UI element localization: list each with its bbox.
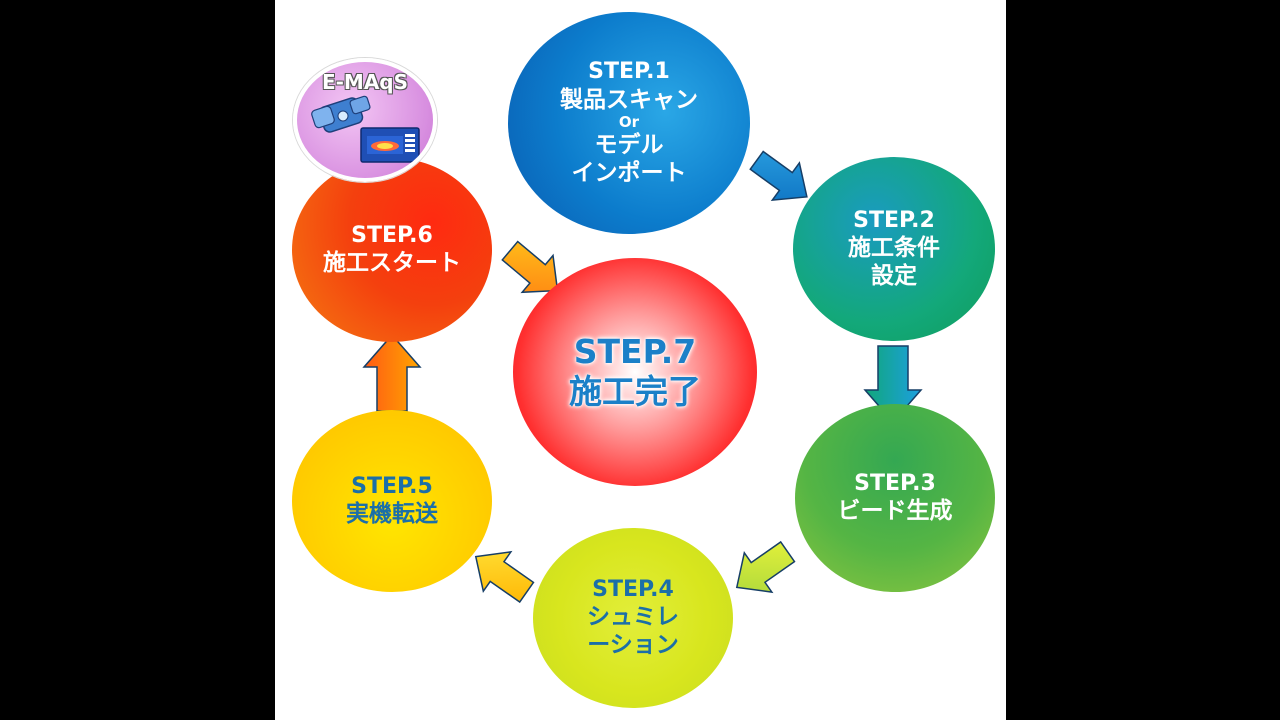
step7-label: STEP.7 施工完了 [569, 332, 701, 413]
emaqs-title: E-MAqS [321, 70, 409, 94]
step1-line1: 製品スキャン [560, 87, 698, 114]
flow-arrows [362, 150, 923, 604]
device-and-screen-icon [311, 95, 420, 163]
step5-title: STEP.5 [351, 473, 433, 499]
step2-title: STEP.2 [853, 207, 935, 233]
arrow-step6-to-step7 [501, 240, 559, 294]
step1-line4: インポート [571, 159, 687, 186]
step4-line2: ーション [587, 632, 679, 659]
step3-line1: ビード生成 [837, 498, 953, 525]
diagram-canvas: STEP.1 製品スキャン Or モデル インポート STEP.2 施工条件 設… [275, 0, 1006, 720]
step4-title: STEP.4 [592, 576, 674, 602]
step2-line1: 施工条件 [848, 235, 940, 262]
step3-title: STEP.3 [854, 470, 936, 496]
step5-circle: STEP.5 実機転送 [292, 410, 492, 592]
step5-label: STEP.5 実機転送 [346, 474, 438, 529]
emaqs-badge: E-MAqS [293, 58, 437, 182]
arrow-step3-to-step4 [735, 540, 796, 594]
step2-label: STEP.2 施工条件 設定 [848, 208, 940, 291]
step6-line1: 施工スタート [323, 250, 461, 277]
step5-line1: 実機転送 [346, 501, 438, 528]
step7-title: STEP.7 [573, 331, 697, 371]
step1-label: STEP.1 製品スキャン Or モデル インポート [560, 59, 698, 186]
step1-line3: モデル [594, 131, 664, 158]
step6-label: STEP.6 施工スタート [323, 223, 461, 278]
step2-circle: STEP.2 施工条件 設定 [793, 157, 995, 341]
arrow-step1-to-step2 [749, 150, 808, 202]
robot-device-icon [311, 95, 371, 133]
step6-title: STEP.6 [351, 222, 433, 248]
step1-line2: Or [618, 113, 640, 132]
step4-label: STEP.4 シュミレ ーション [587, 577, 679, 660]
step7-line1: 施工完了 [569, 372, 701, 411]
arrow-step5-to-step6 [362, 333, 422, 412]
step3-label: STEP.3 ビード生成 [838, 471, 953, 526]
step6-circle: STEP.6 施工スタート [292, 158, 492, 342]
step1-title: STEP.1 [588, 59, 670, 85]
step7-circle: STEP.7 施工完了 [513, 258, 757, 486]
step4-circle: STEP.4 シュミレ ーション [533, 528, 733, 708]
arrow-step4-to-step5 [474, 550, 535, 604]
step1-circle: STEP.1 製品スキャン Or モデル インポート [508, 12, 750, 234]
step4-line1: シュミレ [587, 604, 679, 631]
step3-circle: STEP.3 ビード生成 [795, 404, 995, 592]
monitor-screen-icon [360, 127, 420, 163]
step2-line2: 設定 [871, 263, 917, 290]
